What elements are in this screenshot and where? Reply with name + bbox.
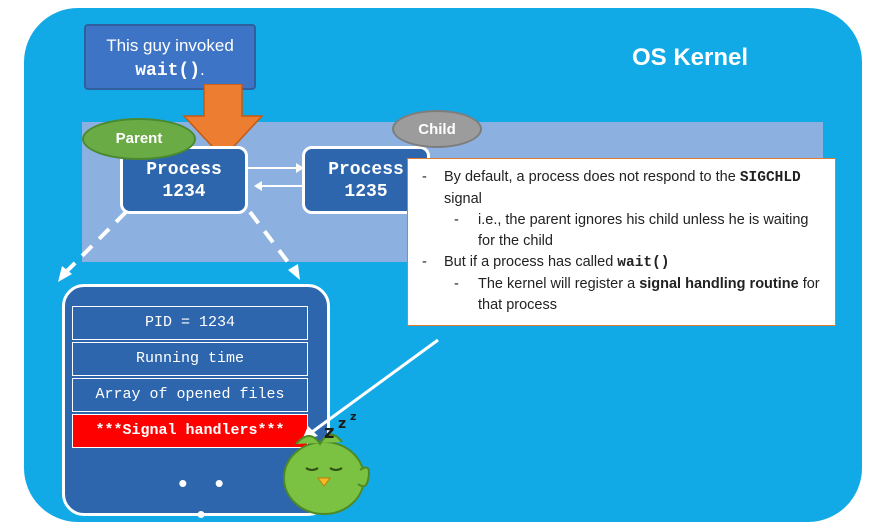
dashed-line-right xyxy=(248,210,296,272)
note-b1-code: SIGCHLD xyxy=(739,170,801,186)
dashed-arrowhead-left xyxy=(58,266,72,282)
wait-callout: This guy invoked wait(). xyxy=(84,24,256,90)
pcb-row-pid: PID = 1234 xyxy=(72,306,308,340)
pcb-row-running-time: Running time xyxy=(72,342,308,376)
process-parent-name: Process xyxy=(146,160,222,180)
svg-text:z: z xyxy=(338,416,346,432)
arrowhead-right xyxy=(296,163,304,173)
process-parent[interactable]: Process 1234 xyxy=(120,146,248,214)
ellipsis: • • • xyxy=(178,468,234,529)
svg-text:z: z xyxy=(350,410,356,423)
explanation-note: -By default, a process does not respond … xyxy=(407,158,836,326)
note-b2-sub-pre: The kernel will register a xyxy=(478,276,636,292)
pcb-row-signal-handlers: ***Signal handlers*** xyxy=(72,414,308,448)
note-b1-tail: signal xyxy=(444,191,482,207)
dashed-arrowhead-right xyxy=(288,264,300,280)
pcb-row-opened-files: Array of opened files xyxy=(72,378,308,412)
note-b1-sub: i.e., the parent ignores his child unles… xyxy=(478,212,809,249)
callout-period: . xyxy=(200,60,205,79)
down-arrow xyxy=(182,84,264,160)
process-child-pid: 1235 xyxy=(344,182,388,202)
dashed-line-left xyxy=(62,210,128,276)
note-b2-sub-bold: signal handling routine xyxy=(639,276,799,292)
callout-text: This guy invoked xyxy=(106,36,234,55)
sleeping-bird-icon: z z z xyxy=(283,410,370,515)
note-b2-code: wait() xyxy=(617,255,670,271)
note-b1-text: By default, a process does not respond t… xyxy=(444,169,736,185)
note-b2-sub-post: for that process xyxy=(478,276,820,313)
process-child-name: Process xyxy=(328,160,404,180)
callout-code: wait() xyxy=(135,61,201,81)
kernel-title: OS Kernel xyxy=(632,44,749,71)
note-b2-text: But if a process has called xyxy=(444,254,614,270)
process-parent-pid: 1234 xyxy=(162,182,206,202)
arrowhead-left xyxy=(254,181,262,191)
child-tag: Child xyxy=(392,110,482,148)
parent-tag: Parent xyxy=(82,118,196,160)
svg-text:z: z xyxy=(324,422,334,443)
